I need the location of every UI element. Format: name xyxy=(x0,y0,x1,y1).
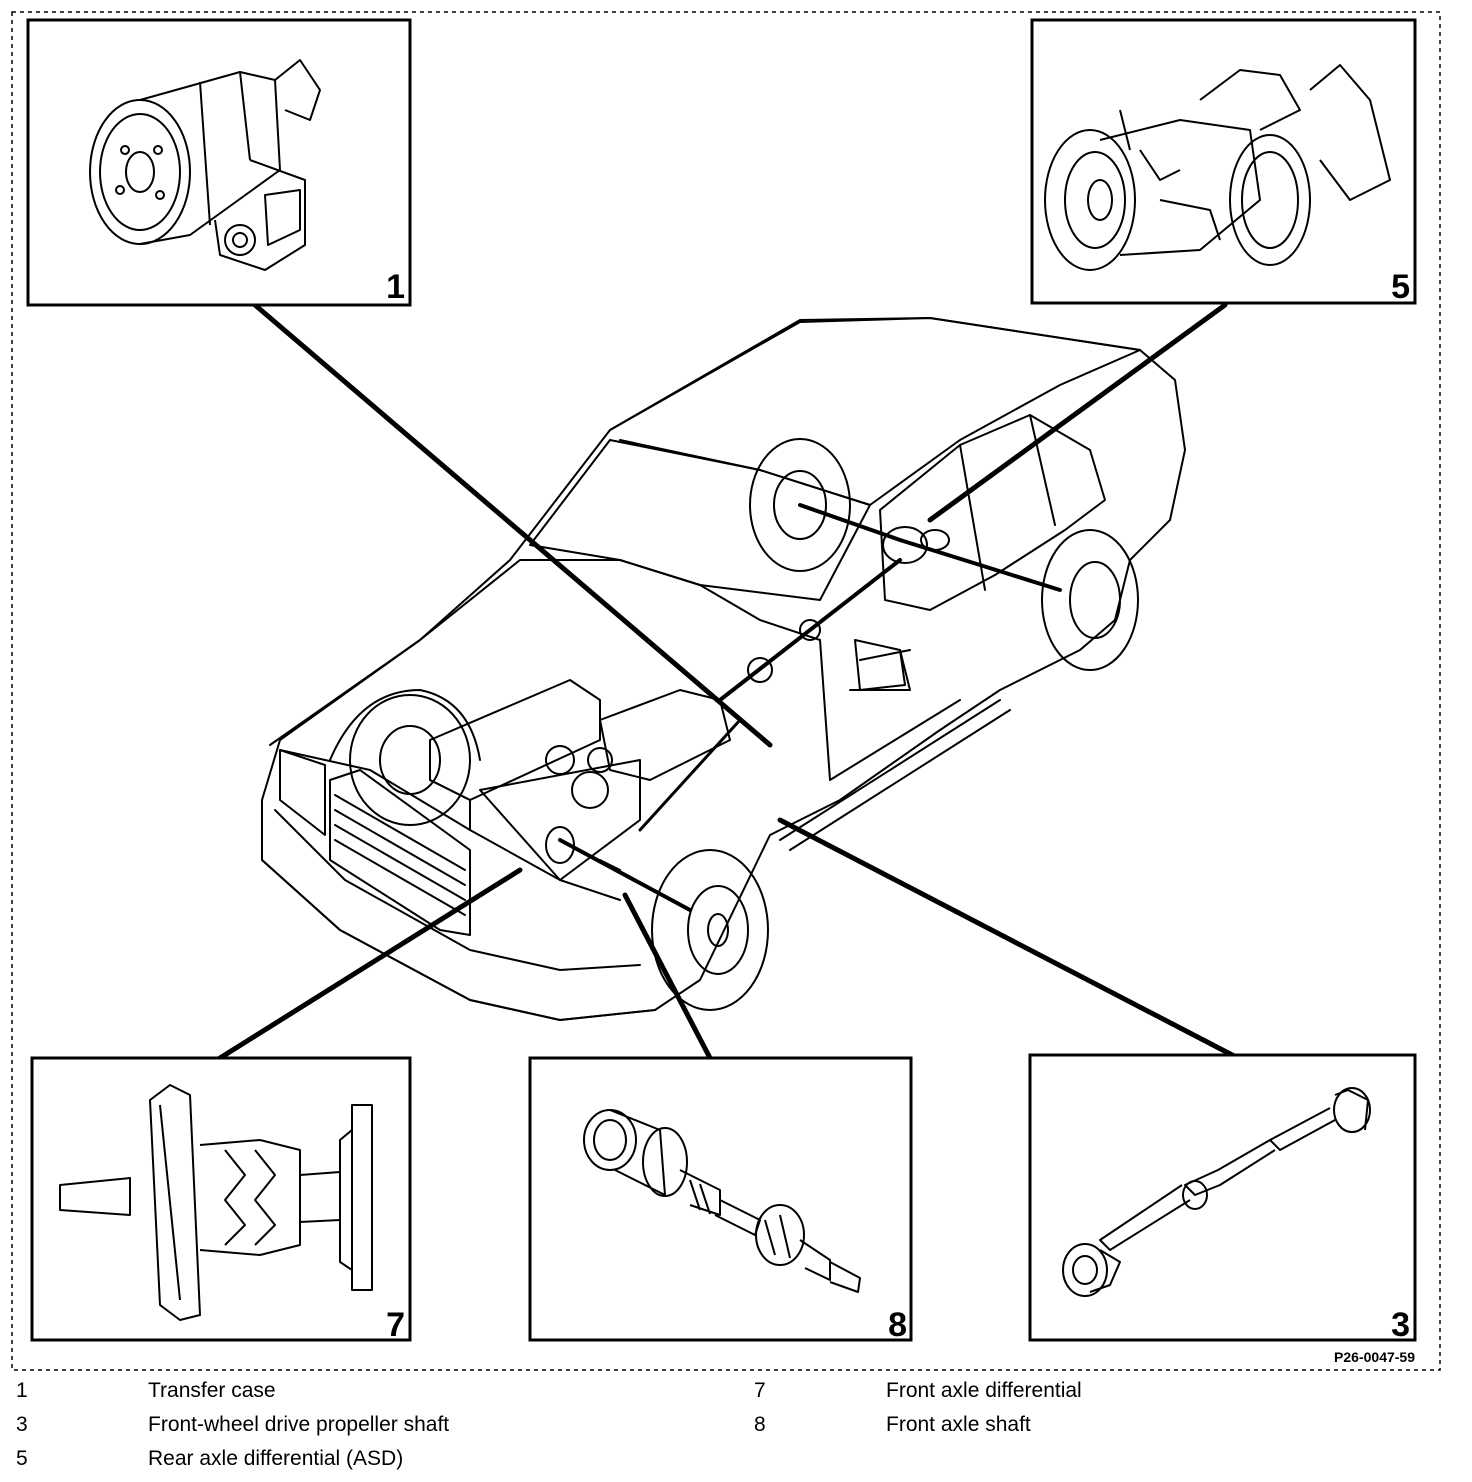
legend-label: Transfer case xyxy=(148,1379,276,1402)
legend: 1 Transfer case 3 Front-wheel drive prop… xyxy=(0,1374,1472,1482)
panel-7: 7 xyxy=(30,1056,412,1344)
leader-line-7 xyxy=(217,867,523,1061)
legend-number: 3 xyxy=(16,1413,28,1436)
panel-8: 8 xyxy=(528,1056,913,1344)
propeller-shaft-drawing xyxy=(1062,1087,1371,1297)
panel-3: 3 xyxy=(1028,1053,1417,1344)
headlight xyxy=(279,749,326,836)
leader-line-8 xyxy=(622,892,713,1061)
panel-3-number: 3 xyxy=(1391,1306,1410,1344)
legend-label: Front axle shaft xyxy=(886,1413,1031,1436)
rear-axle xyxy=(798,503,1062,592)
front-left-wheel xyxy=(349,694,471,826)
hood xyxy=(269,559,821,746)
transfer-case-drawing xyxy=(89,59,321,271)
leader-line-1 xyxy=(252,302,773,748)
car-illustration xyxy=(261,317,1186,1021)
front-right-wheel xyxy=(651,849,769,1011)
panel-5: 5 xyxy=(1030,18,1417,306)
front-differential-drawing xyxy=(59,1084,373,1321)
legend-label: Front axle differential xyxy=(886,1379,1082,1402)
figure-code: P26-0047-59 xyxy=(1334,1349,1415,1365)
panel-1-number: 1 xyxy=(386,268,405,306)
front-axle-shaft-drawing xyxy=(583,1109,861,1293)
legend-number: 1 xyxy=(16,1379,28,1402)
car-body-outline xyxy=(261,317,1186,1021)
rear-right-wheel xyxy=(1041,529,1139,671)
rear-left-wheel xyxy=(749,438,851,572)
rear-propeller-shaft xyxy=(718,558,902,702)
legend-label: Front-wheel drive propeller shaft xyxy=(148,1413,450,1436)
rear-differential-drawing xyxy=(1044,64,1391,271)
side-windows xyxy=(879,414,1106,611)
leader-line-5 xyxy=(927,302,1228,523)
leader-lines xyxy=(217,302,1241,1061)
panel-7-number: 7 xyxy=(386,1306,405,1344)
legend-number: 7 xyxy=(754,1379,766,1402)
legend-label: Rear axle differential (ASD) xyxy=(148,1447,404,1470)
transmission xyxy=(599,689,731,781)
windshield xyxy=(529,439,871,601)
figure-frame xyxy=(11,11,1441,1371)
panel-5-number: 5 xyxy=(1391,268,1410,306)
leader-line-3 xyxy=(777,817,1241,1061)
legend-number: 8 xyxy=(754,1413,766,1436)
front-grille xyxy=(329,769,471,936)
front-bumper xyxy=(261,799,656,1021)
panel-1: 1 xyxy=(26,18,412,307)
legend-number: 5 xyxy=(16,1447,28,1470)
panel-8-number: 8 xyxy=(888,1306,907,1344)
